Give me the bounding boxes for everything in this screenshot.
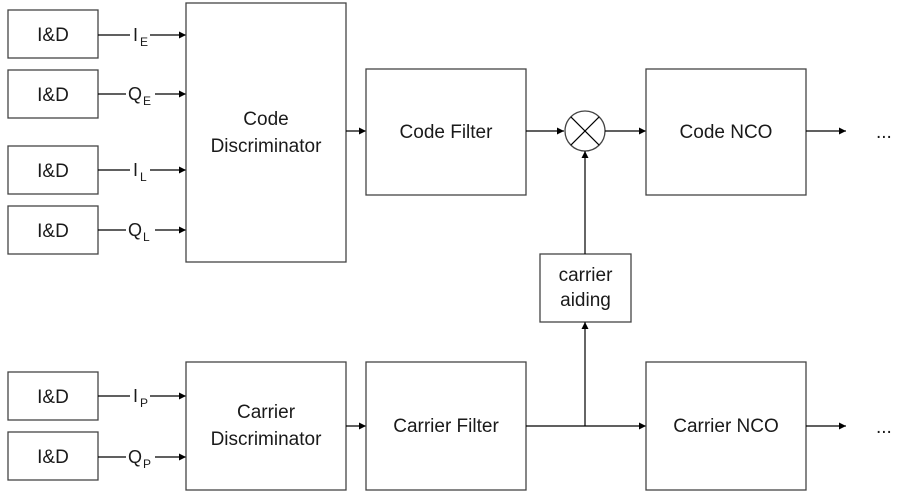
signal-ie-main: I <box>133 25 138 45</box>
signal-il: I L <box>98 160 186 184</box>
signal-qp-subscript: P <box>143 457 151 471</box>
integrate-dump-label: I&D <box>37 447 69 468</box>
integrate-dump-block-ie: I&D <box>7 9 99 59</box>
signal-ie: I E <box>98 25 186 49</box>
integrate-dump-label: I&D <box>37 25 69 46</box>
code-nco-block: Code NCO <box>645 68 807 196</box>
signal-qe: Q E <box>98 84 186 108</box>
integrate-dump-block-ql: I&D <box>7 205 99 255</box>
code-discriminator-label-line2: Discriminator <box>211 136 323 157</box>
code-discriminator-block: Code Discriminator <box>185 2 347 263</box>
signal-qe-subscript: E <box>143 94 151 108</box>
carrier-aiding-block: carrier aiding <box>539 253 632 323</box>
signal-ip: I P <box>98 386 186 410</box>
signal-ql: Q L <box>98 220 186 244</box>
code-filter-block: Code Filter <box>365 68 527 196</box>
integrate-dump-label: I&D <box>37 161 69 182</box>
code-filter-label: Code Filter <box>400 122 494 143</box>
carrier-nco-block: Carrier NCO <box>645 361 807 491</box>
signal-qp: Q P <box>98 447 186 471</box>
integrate-dump-block-il: I&D <box>7 145 99 195</box>
integrate-dump-block-ip: I&D <box>7 371 99 421</box>
mixer-multiply-icon <box>564 110 606 152</box>
code-nco-label: Code NCO <box>680 122 773 143</box>
signal-il-subscript: L <box>140 170 147 184</box>
signal-il-main: I <box>133 160 138 180</box>
signal-ql-main: Q <box>128 220 142 240</box>
integrate-dump-block-qp: I&D <box>7 431 99 481</box>
code-discriminator-label-line1: Code <box>243 109 288 130</box>
signal-qe-main: Q <box>128 84 142 104</box>
signal-ip-main: I <box>133 386 138 406</box>
signal-qp-main: Q <box>128 447 142 467</box>
signal-ql-subscript: L <box>143 230 150 244</box>
carrier-continuation-ellipsis: ... <box>876 417 892 438</box>
integrate-dump-label: I&D <box>37 221 69 242</box>
signal-ie-subscript: E <box>140 35 148 49</box>
carrier-discriminator-label-line1: Carrier <box>237 402 296 423</box>
carrier-aiding-label-line1: carrier <box>559 265 614 286</box>
carrier-aiding-label-line2: aiding <box>560 290 611 311</box>
carrier-filter-block: Carrier Filter <box>365 361 527 491</box>
code-continuation-ellipsis: ... <box>876 122 892 143</box>
integrate-dump-label: I&D <box>37 387 69 408</box>
carrier-nco-label: Carrier NCO <box>673 416 779 437</box>
integrate-dump-block-qe: I&D <box>7 69 99 119</box>
integrate-dump-label: I&D <box>37 85 69 106</box>
signal-ip-subscript: P <box>140 396 148 410</box>
carrier-discriminator-block: Carrier Discriminator <box>185 361 347 491</box>
carrier-filter-label: Carrier Filter <box>393 416 499 437</box>
carrier-discriminator-label-line2: Discriminator <box>211 429 323 450</box>
